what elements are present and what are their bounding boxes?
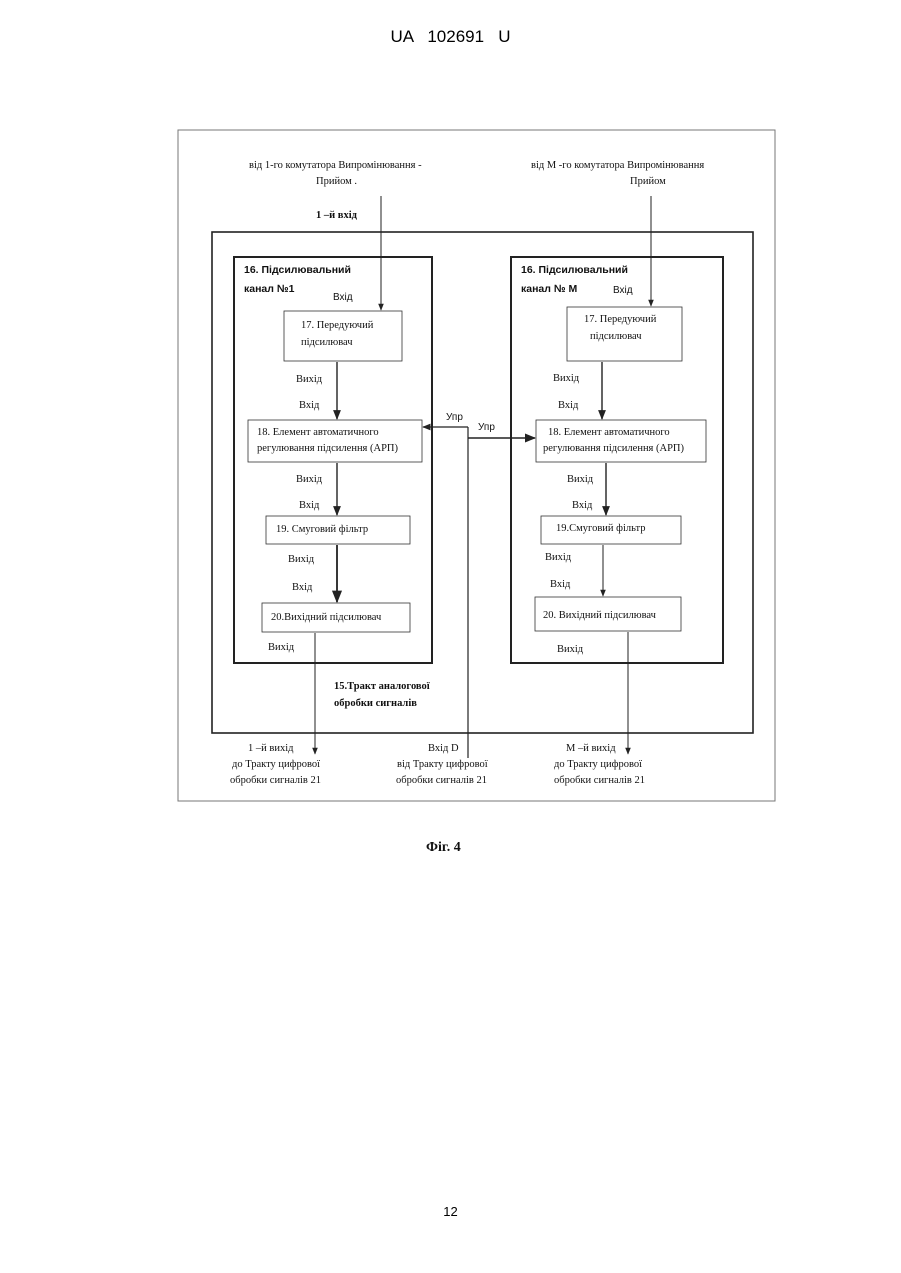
right-in19-label: Вхід (572, 500, 593, 511)
page-number: 12 (0, 1204, 901, 1219)
right-agc-line2: регулювання підсилення (АРП) (543, 443, 685, 454)
left-out18-label: Вихід (296, 474, 323, 485)
left-source-line1: від 1-го комутатора Випромінювання - (249, 160, 422, 171)
right-output-line3: обробки сигналів 21 (554, 775, 645, 786)
right-out19-label: Вихід (545, 552, 572, 563)
channel-right-title-line1: 16. Підсилювальний (521, 264, 628, 276)
control-label-left: Упр (446, 412, 463, 423)
left-out17-label: Вихід (296, 374, 323, 385)
center-input-line2: від Тракту цифрової (397, 759, 488, 770)
figure-frame (178, 130, 775, 801)
right-output-line1: М –й вихід (566, 743, 616, 754)
channel-right-in-label: Вхід (613, 285, 633, 296)
right-preamp-line1: 17. Передуючий (584, 314, 657, 325)
left-outamp-label: 20.Вихідний підсилювач (271, 612, 382, 623)
center-input-line1: Вхід D (428, 743, 459, 754)
right-source-line1: від М -го комутатора Випромінювання (531, 160, 704, 171)
channel-right-title-line2: канал № М (521, 283, 577, 295)
channel-left-title-line1: 16. Підсилювальний (244, 264, 351, 276)
control-label-right: Упр (478, 422, 495, 433)
analog-path-label-line2: обробки сигналів (334, 698, 417, 709)
left-agc-line2: регулювання підсилення (АРП) (257, 443, 399, 454)
left-output-line1: 1 –й вихід (248, 743, 294, 754)
figure-caption: Фіг. 4 (426, 840, 461, 855)
left-in18-label: Вхід (299, 400, 320, 411)
right-source-line2: Прийом (630, 176, 666, 187)
left-source-line2: Прийом . (316, 176, 357, 187)
channel-left-in-label: Вхід (333, 292, 353, 303)
left-in20-label: Вхід (292, 582, 313, 593)
right-out17-label: Вихід (553, 373, 580, 384)
left-output-line3: обробки сигналів 21 (230, 775, 321, 786)
right-in20-label: Вхід (550, 579, 571, 590)
center-input-line3: обробки сигналів 21 (396, 775, 487, 786)
left-output-line2: до Тракту цифрової (232, 759, 320, 770)
right-filter-label: 19.Смуговий фільтр (556, 523, 645, 534)
analog-path-label-line1: 15.Тракт аналогової (334, 681, 430, 692)
left-out20-label: Вихід (268, 642, 295, 653)
left-filter-label: 19. Смуговий фільтр (276, 524, 368, 535)
right-in18-label: Вхід (558, 400, 579, 411)
left-input-label: 1 –й вхід (316, 210, 358, 221)
channel-left-title-line2: канал №1 (244, 283, 295, 295)
right-out20-label: Вихід (557, 644, 584, 655)
left-in19-label: Вхід (299, 500, 320, 511)
right-output-line2: до Тракту цифрової (554, 759, 642, 770)
right-outamp-label: 20. Вихідний підсилювач (543, 610, 657, 621)
left-out19-label: Вихід (288, 554, 315, 565)
left-preamp-block (284, 311, 402, 361)
right-preamp-line2: підсилювач (590, 331, 642, 342)
left-preamp-line2: підсилювач (301, 337, 353, 348)
right-out18-label: Вихід (567, 474, 594, 485)
left-agc-line1: 18. Елемент автоматичного (257, 427, 379, 438)
right-agc-line1: 18. Елемент автоматичного (548, 427, 670, 438)
left-preamp-line1: 17. Передуючий (301, 320, 374, 331)
